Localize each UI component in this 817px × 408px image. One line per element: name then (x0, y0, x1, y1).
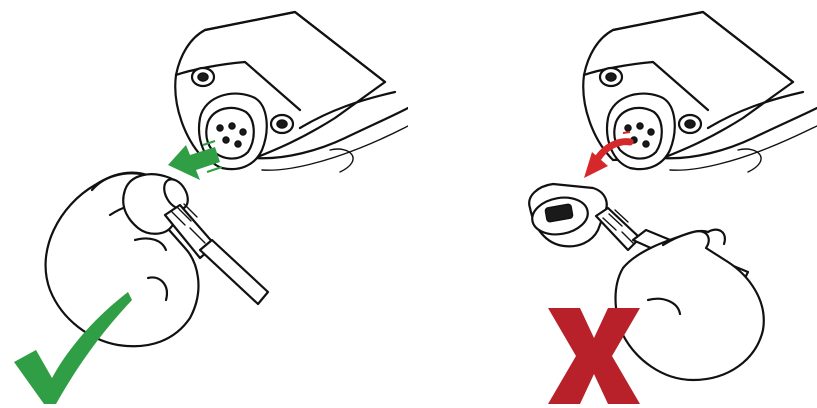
correct-insertion-panel: correct (0, 0, 408, 408)
device-socket (607, 94, 675, 170)
device-button-right (679, 115, 701, 133)
device-button-right (271, 115, 293, 133)
hand-holding-plug (616, 230, 764, 380)
device-button-left (600, 68, 622, 86)
x-mark-icon (548, 308, 640, 404)
incorrect-insertion-panel: incorrect (408, 0, 817, 408)
device-button-left (192, 68, 214, 86)
correct-insertion-illustration (0, 0, 408, 408)
incorrect-insertion-illustration (408, 0, 817, 408)
